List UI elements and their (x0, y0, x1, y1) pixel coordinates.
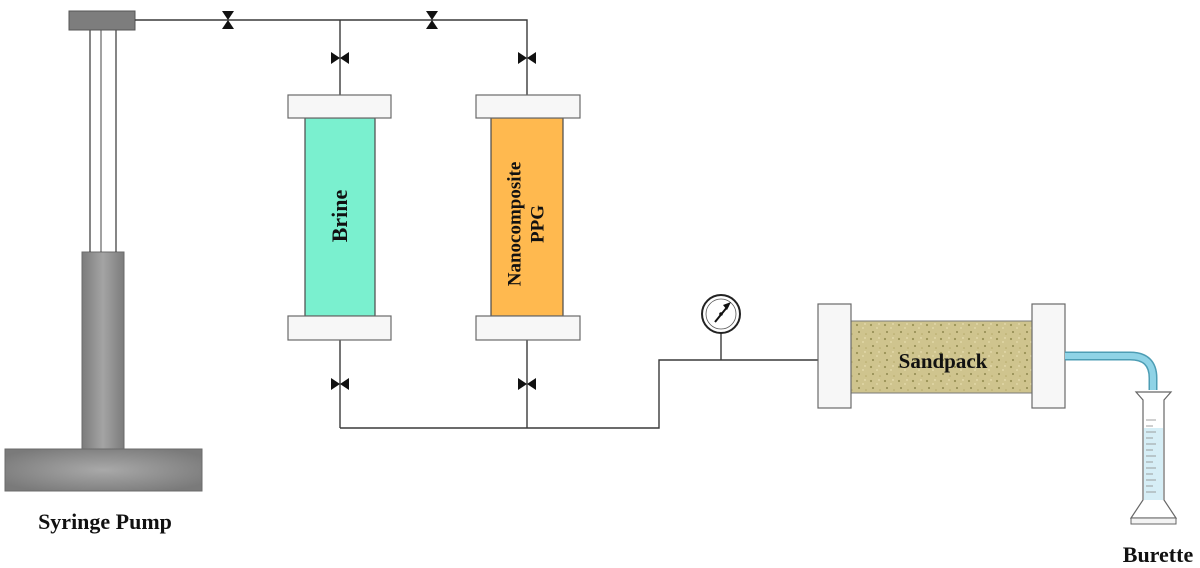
brine-bottom-cap (287, 315, 392, 341)
ppg-body (490, 117, 564, 317)
outlet-tube (1065, 351, 1158, 390)
syringe-pump-caption: Syringe Pump (38, 509, 172, 534)
valve-icon (331, 52, 349, 64)
valve-icon (331, 378, 349, 390)
brine-top-cap (287, 94, 392, 119)
sandpack-label: Sandpack (899, 349, 988, 373)
ppg-label-line1: Nanocomposite (504, 162, 525, 287)
pump-head (68, 10, 136, 31)
valves (222, 11, 536, 390)
burette (1129, 391, 1178, 525)
valve-icon (426, 11, 438, 29)
burette-caption: Burette (1123, 542, 1194, 567)
valve-icon (222, 11, 234, 29)
piping (135, 19, 820, 429)
pump-base (4, 448, 203, 492)
sandpack-right-cap (1031, 303, 1066, 409)
ppg-label-line2: PPG (527, 205, 548, 243)
pump-column (81, 251, 125, 450)
sandpack-holder: Sandpack (817, 303, 1066, 409)
pressure-gauge-icon (701, 294, 741, 334)
ppg-cylinder: Nanocomposite PPG (475, 94, 581, 341)
ppg-top-cap (475, 94, 581, 119)
syringe-pump (4, 10, 203, 492)
brine-label: Brine (327, 189, 352, 242)
brine-cylinder: Brine (287, 94, 392, 341)
sandpack-left-cap (817, 303, 852, 409)
ppg-bottom-cap (475, 315, 581, 341)
valve-icon (518, 52, 536, 64)
valve-icon (518, 378, 536, 390)
